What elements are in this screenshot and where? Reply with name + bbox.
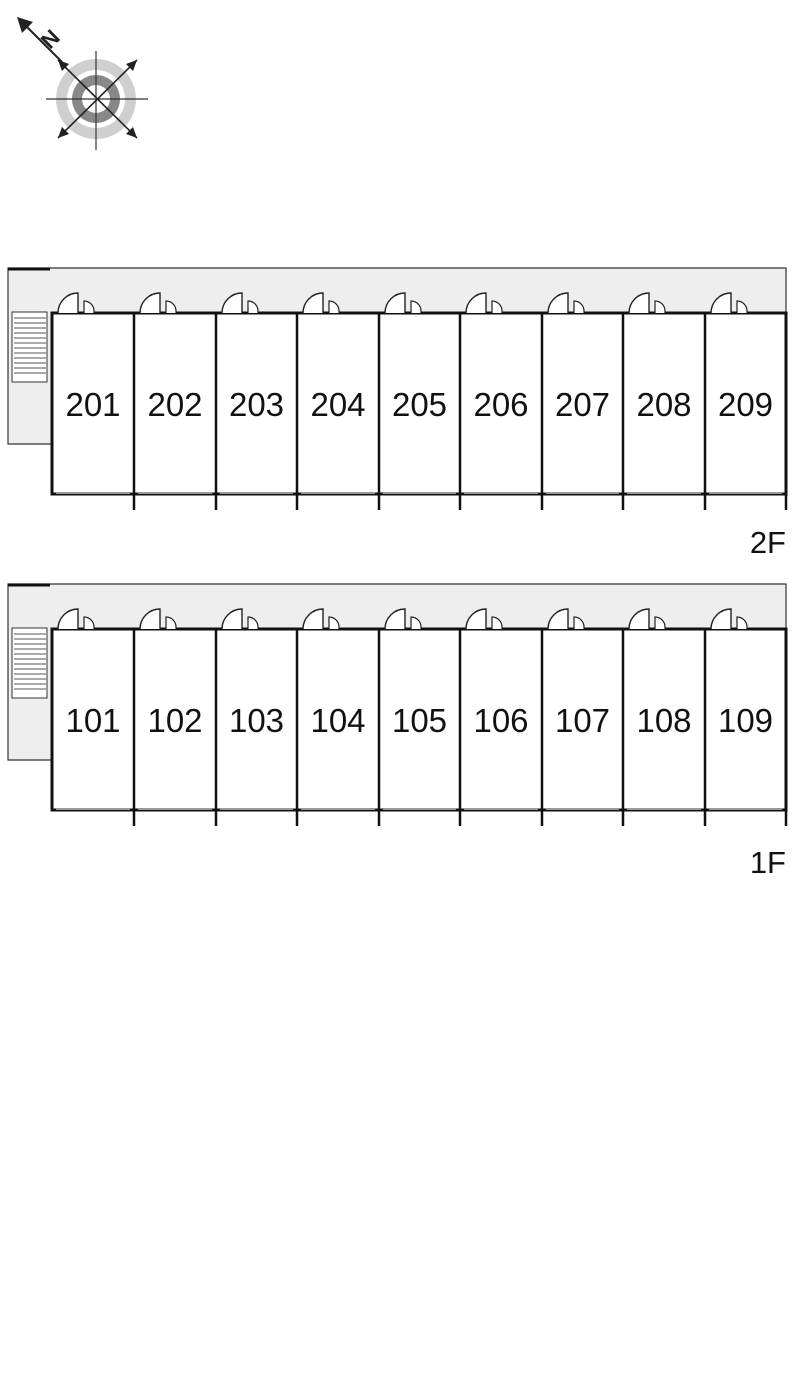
meter-box-icon — [573, 616, 585, 629]
door-swing-icon — [547, 292, 569, 314]
room-number: 207 — [555, 386, 610, 423]
meter-box-icon — [83, 616, 95, 629]
floor-label: 2F — [750, 525, 786, 560]
room-number: 208 — [636, 386, 691, 423]
room-number: 109 — [718, 702, 773, 739]
meter-box-icon — [247, 616, 259, 629]
room: 102 — [132, 608, 212, 826]
door-swing-icon — [465, 608, 487, 630]
room-number: 206 — [473, 386, 528, 423]
room: 207 — [540, 292, 619, 510]
meter-box-icon — [165, 616, 177, 629]
room-number: 202 — [147, 386, 202, 423]
door-swing-icon — [547, 608, 569, 630]
room-number: 108 — [636, 702, 691, 739]
door-swing-icon — [57, 608, 79, 630]
door-swing-icon — [628, 292, 650, 314]
door-swing-icon — [221, 292, 243, 314]
meter-box-icon — [736, 616, 748, 629]
room-number: 204 — [310, 386, 365, 423]
room: 205 — [377, 292, 456, 510]
room: 105 — [377, 608, 456, 826]
stair-box — [11, 627, 48, 699]
meter-box-icon — [736, 300, 748, 313]
room: 104 — [295, 608, 375, 826]
meter-box-icon — [328, 300, 340, 313]
door-swing-icon — [139, 608, 161, 630]
meter-box-icon — [654, 300, 666, 313]
room-number: 203 — [229, 386, 284, 423]
floor-plan: 201 202 203 204 205 206 207 208 209 2F — [7, 267, 788, 560]
door-swing-icon — [139, 292, 161, 314]
meter-box-icon — [410, 616, 422, 629]
door-swing-icon — [221, 608, 243, 630]
meter-box-icon — [573, 300, 585, 313]
meter-box-icon — [654, 616, 666, 629]
room-number: 209 — [718, 386, 773, 423]
compass: N — [17, 17, 148, 150]
room-number: 107 — [555, 702, 610, 739]
door-swing-icon — [465, 292, 487, 314]
room-number: 103 — [229, 702, 284, 739]
door-swing-icon — [57, 292, 79, 314]
room: 109 — [703, 608, 782, 826]
room-number: 104 — [310, 702, 365, 739]
room: 206 — [458, 292, 538, 510]
meter-box-icon — [491, 300, 503, 313]
room: 202 — [132, 292, 212, 510]
room: 203 — [214, 292, 293, 510]
staircase — [11, 627, 48, 699]
room-number: 102 — [147, 702, 202, 739]
door-swing-icon — [302, 292, 324, 314]
room: 208 — [621, 292, 701, 510]
room-number: 106 — [473, 702, 528, 739]
meter-box-icon — [165, 300, 177, 313]
room-number: 201 — [65, 386, 120, 423]
room: 209 — [703, 292, 782, 510]
door-swing-icon — [384, 608, 406, 630]
floor-plan: 101 102 103 104 105 106 107 108 109 1F — [7, 583, 788, 880]
staircase — [11, 311, 48, 383]
meter-box-icon — [247, 300, 259, 313]
floor-label: 1F — [750, 845, 786, 880]
room-number: 205 — [392, 386, 447, 423]
meter-box-icon — [83, 300, 95, 313]
door-swing-icon — [384, 292, 406, 314]
door-swing-icon — [628, 608, 650, 630]
room: 103 — [214, 608, 293, 826]
door-swing-icon — [710, 608, 732, 630]
north-label: N — [36, 25, 65, 54]
room-number: 105 — [392, 702, 447, 739]
compass-rose-icon — [46, 51, 148, 150]
room: 201 — [56, 292, 130, 494]
meter-box-icon — [491, 616, 503, 629]
room: 204 — [295, 292, 375, 510]
meter-box-icon — [410, 300, 422, 313]
room: 101 — [56, 608, 130, 810]
stair-box — [11, 311, 48, 383]
meter-box-icon — [328, 616, 340, 629]
room-number: 101 — [65, 702, 120, 739]
door-swing-icon — [302, 608, 324, 630]
room: 107 — [540, 608, 619, 826]
room: 108 — [621, 608, 701, 826]
room: 106 — [458, 608, 538, 826]
north-arrow-icon — [17, 17, 63, 63]
door-swing-icon — [710, 292, 732, 314]
